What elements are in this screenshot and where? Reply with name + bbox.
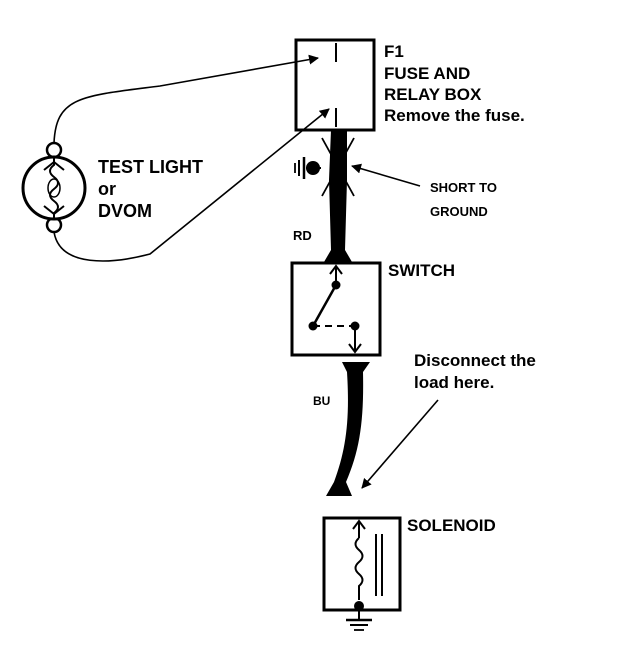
test-lead-upper [53,54,319,144]
test-light-label-line2: or [98,179,116,199]
test-light-icon [21,141,87,234]
test-light-label-line1: TEST LIGHT [98,157,203,177]
wire-rd-label: RD [293,228,312,243]
disconnect-label-line2: load here. [414,373,494,392]
test-light-label-line3: DVOM [98,201,152,221]
wire-rd [324,130,352,262]
wire-bu-label: BU [313,394,330,408]
wire-bu [326,362,370,496]
disconnect-label-line1: Disconnect the [414,351,536,370]
switch-label: SWITCH [388,261,455,280]
disconnect-arrow [361,399,439,489]
short-arrow [351,163,421,187]
fuse-relay-box [294,38,376,132]
solenoid-label: SOLENOID [407,516,496,535]
short-label-line1: SHORT TO [430,180,497,195]
fuse-label-line1: FUSE AND [384,64,470,83]
fuse-label-line2: RELAY BOX [384,85,482,104]
ground-icon [346,611,372,631]
short-to-ground-icon [294,137,355,197]
fuse-instruction: Remove the fuse. [384,106,525,125]
short-label-line2: GROUND [430,204,488,219]
test-lead-lower [53,108,330,262]
switch-box [290,261,382,357]
fuse-id-label: F1 [384,42,404,61]
solenoid-box [322,516,402,612]
